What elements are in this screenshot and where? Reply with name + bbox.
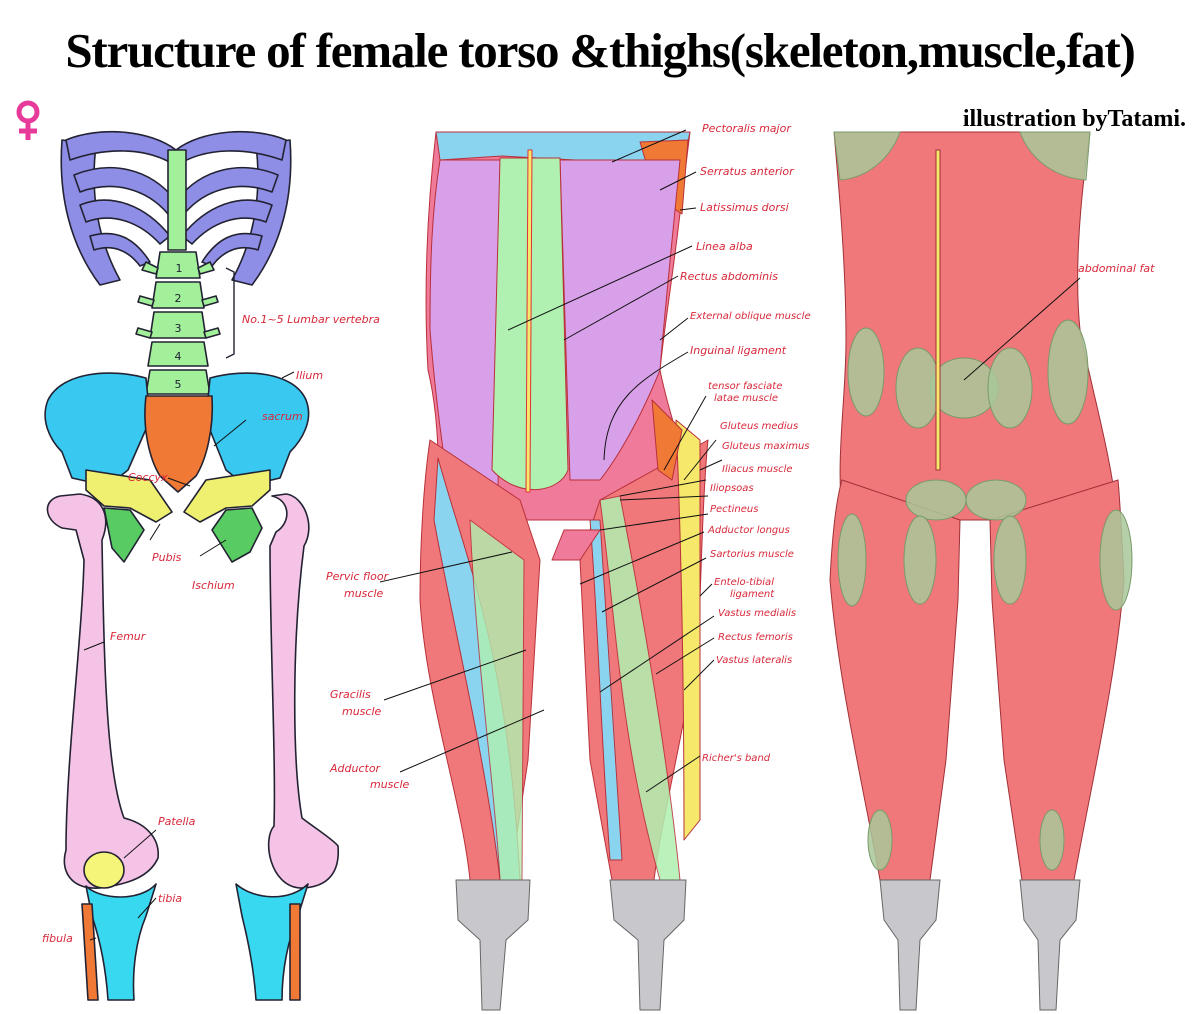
label-ilium: Ilium [296,369,324,382]
label-linea-alba: Linea alba [696,240,753,253]
vertebra-number: 5 [175,378,182,391]
label-pectineus: Pectineus [710,504,759,515]
fibula [81,903,301,1001]
label-vastus-lateralis: Vastus lateralis [716,655,793,666]
label-patella: Patella [158,815,196,828]
label-coccyx: Coccyx [128,471,168,484]
label-fibula: fibula [42,932,73,945]
vertebra-number: 2 [175,292,182,305]
fat-figure [829,131,1133,1011]
ischium [103,507,263,563]
external-oblique [559,159,681,481]
label-pelvic-floor-2: muscle [344,587,384,600]
leader-lines [83,129,1081,941]
label-latissimus-dorsi: Latissimus dorsi [700,201,789,214]
pelvis [44,372,310,487]
label-tensor-fasciae-2: latae muscle [714,393,779,404]
label-entelo-tibial: Entelo-tibial [714,577,774,588]
label-pubis: Pubis [152,551,182,564]
muscle-figure [419,131,709,1011]
label-pelvic-floor: Pervic floor [326,570,389,583]
lumbar-bracket [225,267,235,359]
label-tibia: tibia [158,892,183,905]
label-pectoralis-major: Pectoralis major [702,122,791,135]
label-vastus-medialis: Vastus medialis [718,608,797,619]
label-tensor-fasciae: tensor fasciate [708,381,783,392]
label-adductor-muscle-2: muscle [370,778,410,791]
patella [83,851,125,889]
label-rectus-abdominis: Rectus abdominis [680,270,778,283]
label-femur: Femur [110,630,146,643]
label-serratus-anterior: Serratus anterior [700,165,794,178]
label-richers-band: Richer's band [702,753,771,764]
label-lumbar-vertebra: No.1~5 Lumbar vertebra [242,313,380,326]
rib-cage [60,130,292,286]
female-symbol-icon [16,100,40,140]
label-rectus-femoris: Rectus femoris [718,632,793,643]
linea-alba [935,149,941,471]
label-inguinal-ligament: Inguinal ligament [690,344,787,357]
label-iliopsoas: Iliopsoas [710,483,754,494]
label-ischium: Ischium [192,579,235,592]
label-gluteus-maximus: Gluteus maximus [722,441,810,452]
label-sartorius: Sartorius muscle [710,549,794,560]
knee-bones [879,879,1081,1011]
illustration-credit: illustration byTatami. [962,106,1186,132]
knee-bones [455,879,687,1011]
page-title: Structure of female torso &thighs(skelet… [65,23,1135,78]
label-adductor-muscle: Adductor [330,762,381,775]
label-iliacus: Iliacus muscle [722,464,793,475]
femur [46,493,340,889]
label-sacrum: sacrum [262,410,303,423]
linea-alba [525,149,533,493]
sacrum [144,395,214,493]
label-gracilis: Gracilis [330,688,371,701]
label-entelo-tibial-2: ligament [730,589,775,600]
vertebra-number: 4 [175,350,182,363]
label-gracilis-2: muscle [342,705,382,718]
label-external-oblique: External oblique muscle [690,311,811,322]
fat-deposits [833,131,1133,871]
skeleton-figure: 1 2 3 4 5 [44,130,340,1001]
label-abdominal-fat: abdominal fat [1078,262,1155,275]
vertebra-number: 3 [175,322,182,335]
label-adductor-longus: Adductor longus [708,525,790,536]
tibia [85,883,309,1001]
pubis [85,469,271,523]
thigh-muscles [419,399,709,881]
label-gluteus-medius: Gluteus medius [720,421,799,432]
lumbar-spine [135,149,221,395]
vertebra-number: 1 [176,262,183,275]
